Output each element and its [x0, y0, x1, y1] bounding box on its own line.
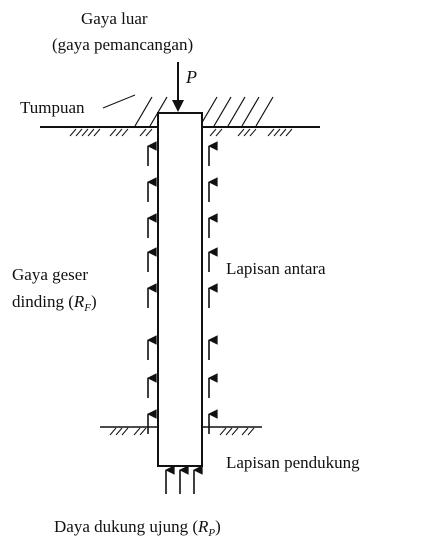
skin-friction-close: ) — [91, 292, 97, 311]
skin-friction-sublabel: dinding (RF) — [12, 292, 97, 314]
skin-friction-label: Gaya geser — [12, 265, 88, 284]
end-bearing-subscript: P — [207, 527, 215, 539]
skin-friction-text: dinding ( — [12, 292, 74, 311]
end-bearing-close: ) — [215, 517, 221, 536]
ground-hatch — [69, 128, 293, 137]
support-leader-line — [102, 94, 136, 109]
support-label: Tumpuan — [20, 98, 85, 117]
skin-friction-symbol: R — [73, 292, 85, 311]
load-symbol: P — [185, 67, 197, 87]
external-force-sublabel: (gaya pemancangan) — [52, 35, 193, 54]
intermediate-layer-label: Lapisan antara — [226, 259, 326, 278]
support-hatch — [134, 96, 274, 127]
load-arrow-head — [172, 100, 184, 112]
skin-friction-subscript: F — [83, 302, 91, 314]
end-bearing-text: Daya dukung ujung ( — [54, 517, 198, 536]
end-bearing-arrows — [165, 465, 203, 494]
bearing-stratum-hatch — [109, 427, 255, 436]
end-bearing-label: Daya dukung ujung (RP) — [54, 517, 221, 539]
pile — [157, 112, 203, 467]
bearing-layer-label: Lapisan pendukung — [226, 453, 360, 472]
end-bearing-symbol: R — [197, 517, 209, 536]
external-force-label: Gaya luar — [81, 9, 148, 28]
